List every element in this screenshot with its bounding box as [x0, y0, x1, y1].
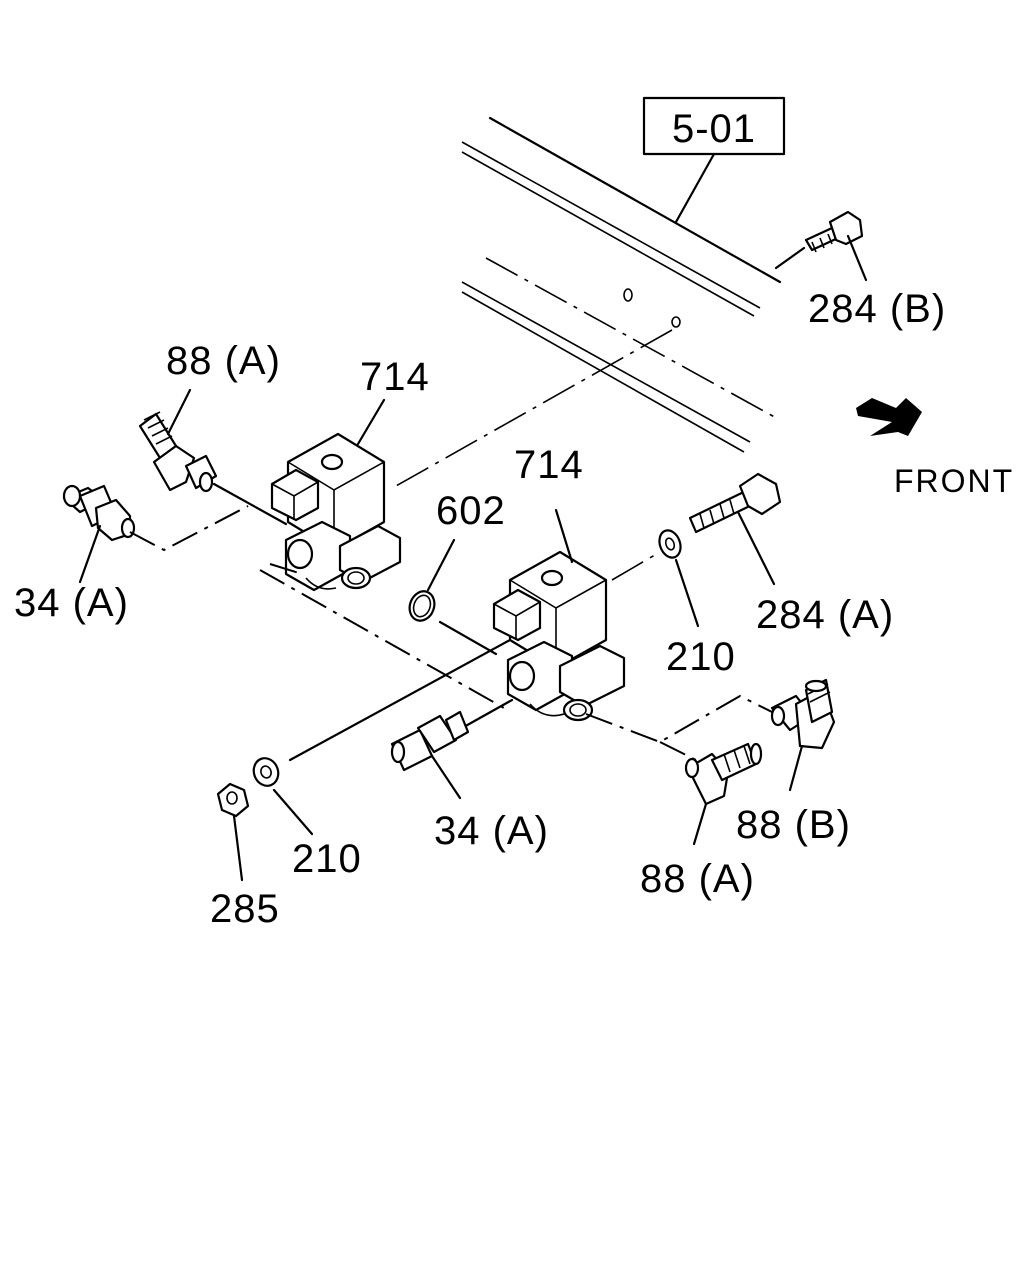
reference-box-label: 5-01	[672, 107, 756, 151]
callout-284b: 284 (B)	[808, 287, 946, 331]
callout-714-lower: 714	[514, 443, 584, 487]
callout-88a-upper: 88 (A)	[166, 339, 281, 383]
frame-rail	[461, 116, 782, 453]
fitting-88b	[770, 678, 836, 750]
nut-285	[216, 782, 250, 818]
callout-285: 285	[210, 887, 280, 931]
callout-34a-upper: 34 (A)	[14, 581, 129, 625]
valve-714-upper	[270, 432, 402, 592]
valve-714-lower	[492, 550, 626, 722]
callout-284a: 284 (A)	[756, 593, 894, 637]
reference-box: 5-01	[642, 96, 786, 224]
connector-34a-upper	[62, 484, 136, 542]
front-direction-label: FRONT	[894, 463, 1014, 499]
callout-34a-lower: 34 (A)	[434, 809, 549, 853]
callout-602: 602	[436, 489, 506, 533]
callout-210-left: 210	[292, 837, 362, 881]
front-arrow-icon	[856, 398, 922, 436]
callout-714-upper: 714	[360, 355, 430, 399]
callout-88a-lower: 88 (A)	[640, 857, 755, 901]
fitting-88a-lower	[684, 742, 763, 806]
callout-88b: 88 (B)	[736, 803, 851, 847]
connector-34a-lower	[390, 710, 470, 772]
bolt-284b	[774, 210, 868, 282]
oring-602	[408, 590, 436, 622]
washer-210-left	[252, 757, 280, 787]
bolt-284a	[688, 472, 782, 534]
fitting-88a-upper	[138, 411, 218, 493]
washer-210-right	[658, 529, 682, 559]
callout-210-right: 210	[666, 635, 736, 679]
